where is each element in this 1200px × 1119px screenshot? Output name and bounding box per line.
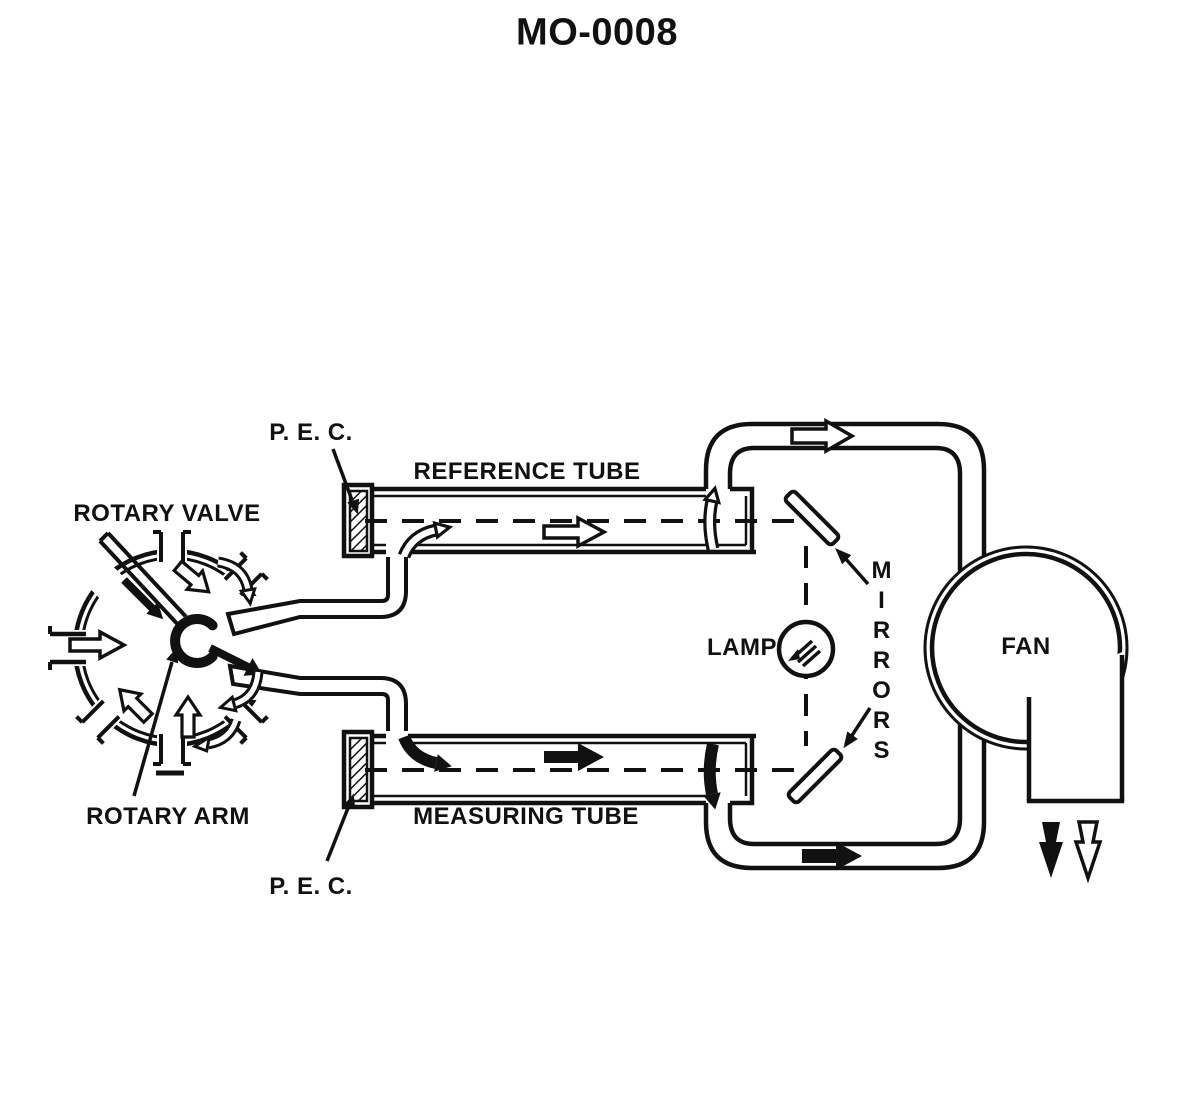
loop-pipes bbox=[703, 421, 987, 871]
label-rotary-arm: ROTARY ARM bbox=[86, 803, 250, 830]
label-pec-bottom: P. E. C. bbox=[269, 873, 353, 900]
valve-port-lower-left bbox=[75, 695, 125, 745]
mirror-upper bbox=[783, 489, 841, 547]
measuring-flow-arrows bbox=[398, 734, 721, 810]
valve-flow-arrows bbox=[68, 556, 264, 753]
exit-arrow-filled bbox=[1039, 822, 1063, 878]
mirror-lower bbox=[786, 747, 844, 805]
valve-hub bbox=[170, 613, 227, 669]
exit-arrows bbox=[1039, 820, 1103, 884]
optical-path bbox=[365, 519, 808, 772]
label-lamp: LAMP bbox=[707, 634, 777, 661]
valve-port-top bbox=[153, 530, 191, 566]
leader-arrows bbox=[132, 448, 872, 862]
lamp-icon bbox=[776, 619, 836, 679]
fan-group bbox=[923, 545, 1129, 804]
label-rotary-valve: ROTARY VALVE bbox=[73, 500, 261, 527]
page-title: MO-0008 bbox=[516, 11, 678, 54]
fan-outlet-duct bbox=[1029, 652, 1122, 801]
label-reference-tube: REFERENCE TUBE bbox=[413, 458, 641, 485]
exit-arrow-outline bbox=[1073, 820, 1103, 884]
reference-flow-arrows bbox=[397, 485, 722, 559]
loop-top-flow-arrow bbox=[790, 417, 856, 455]
loop-bottom-flow-arrow bbox=[802, 842, 862, 870]
label-fan: FAN bbox=[1001, 633, 1051, 660]
label-pec-top: P. E. C. bbox=[269, 419, 353, 446]
pec-window-bottom bbox=[348, 736, 369, 803]
valve-port-bottom bbox=[153, 730, 191, 766]
rotary-arm-channel bbox=[98, 531, 192, 631]
label-measuring-tube: MEASURING TUBE bbox=[413, 803, 639, 830]
label-mirrors: MIRRORS bbox=[868, 557, 895, 767]
